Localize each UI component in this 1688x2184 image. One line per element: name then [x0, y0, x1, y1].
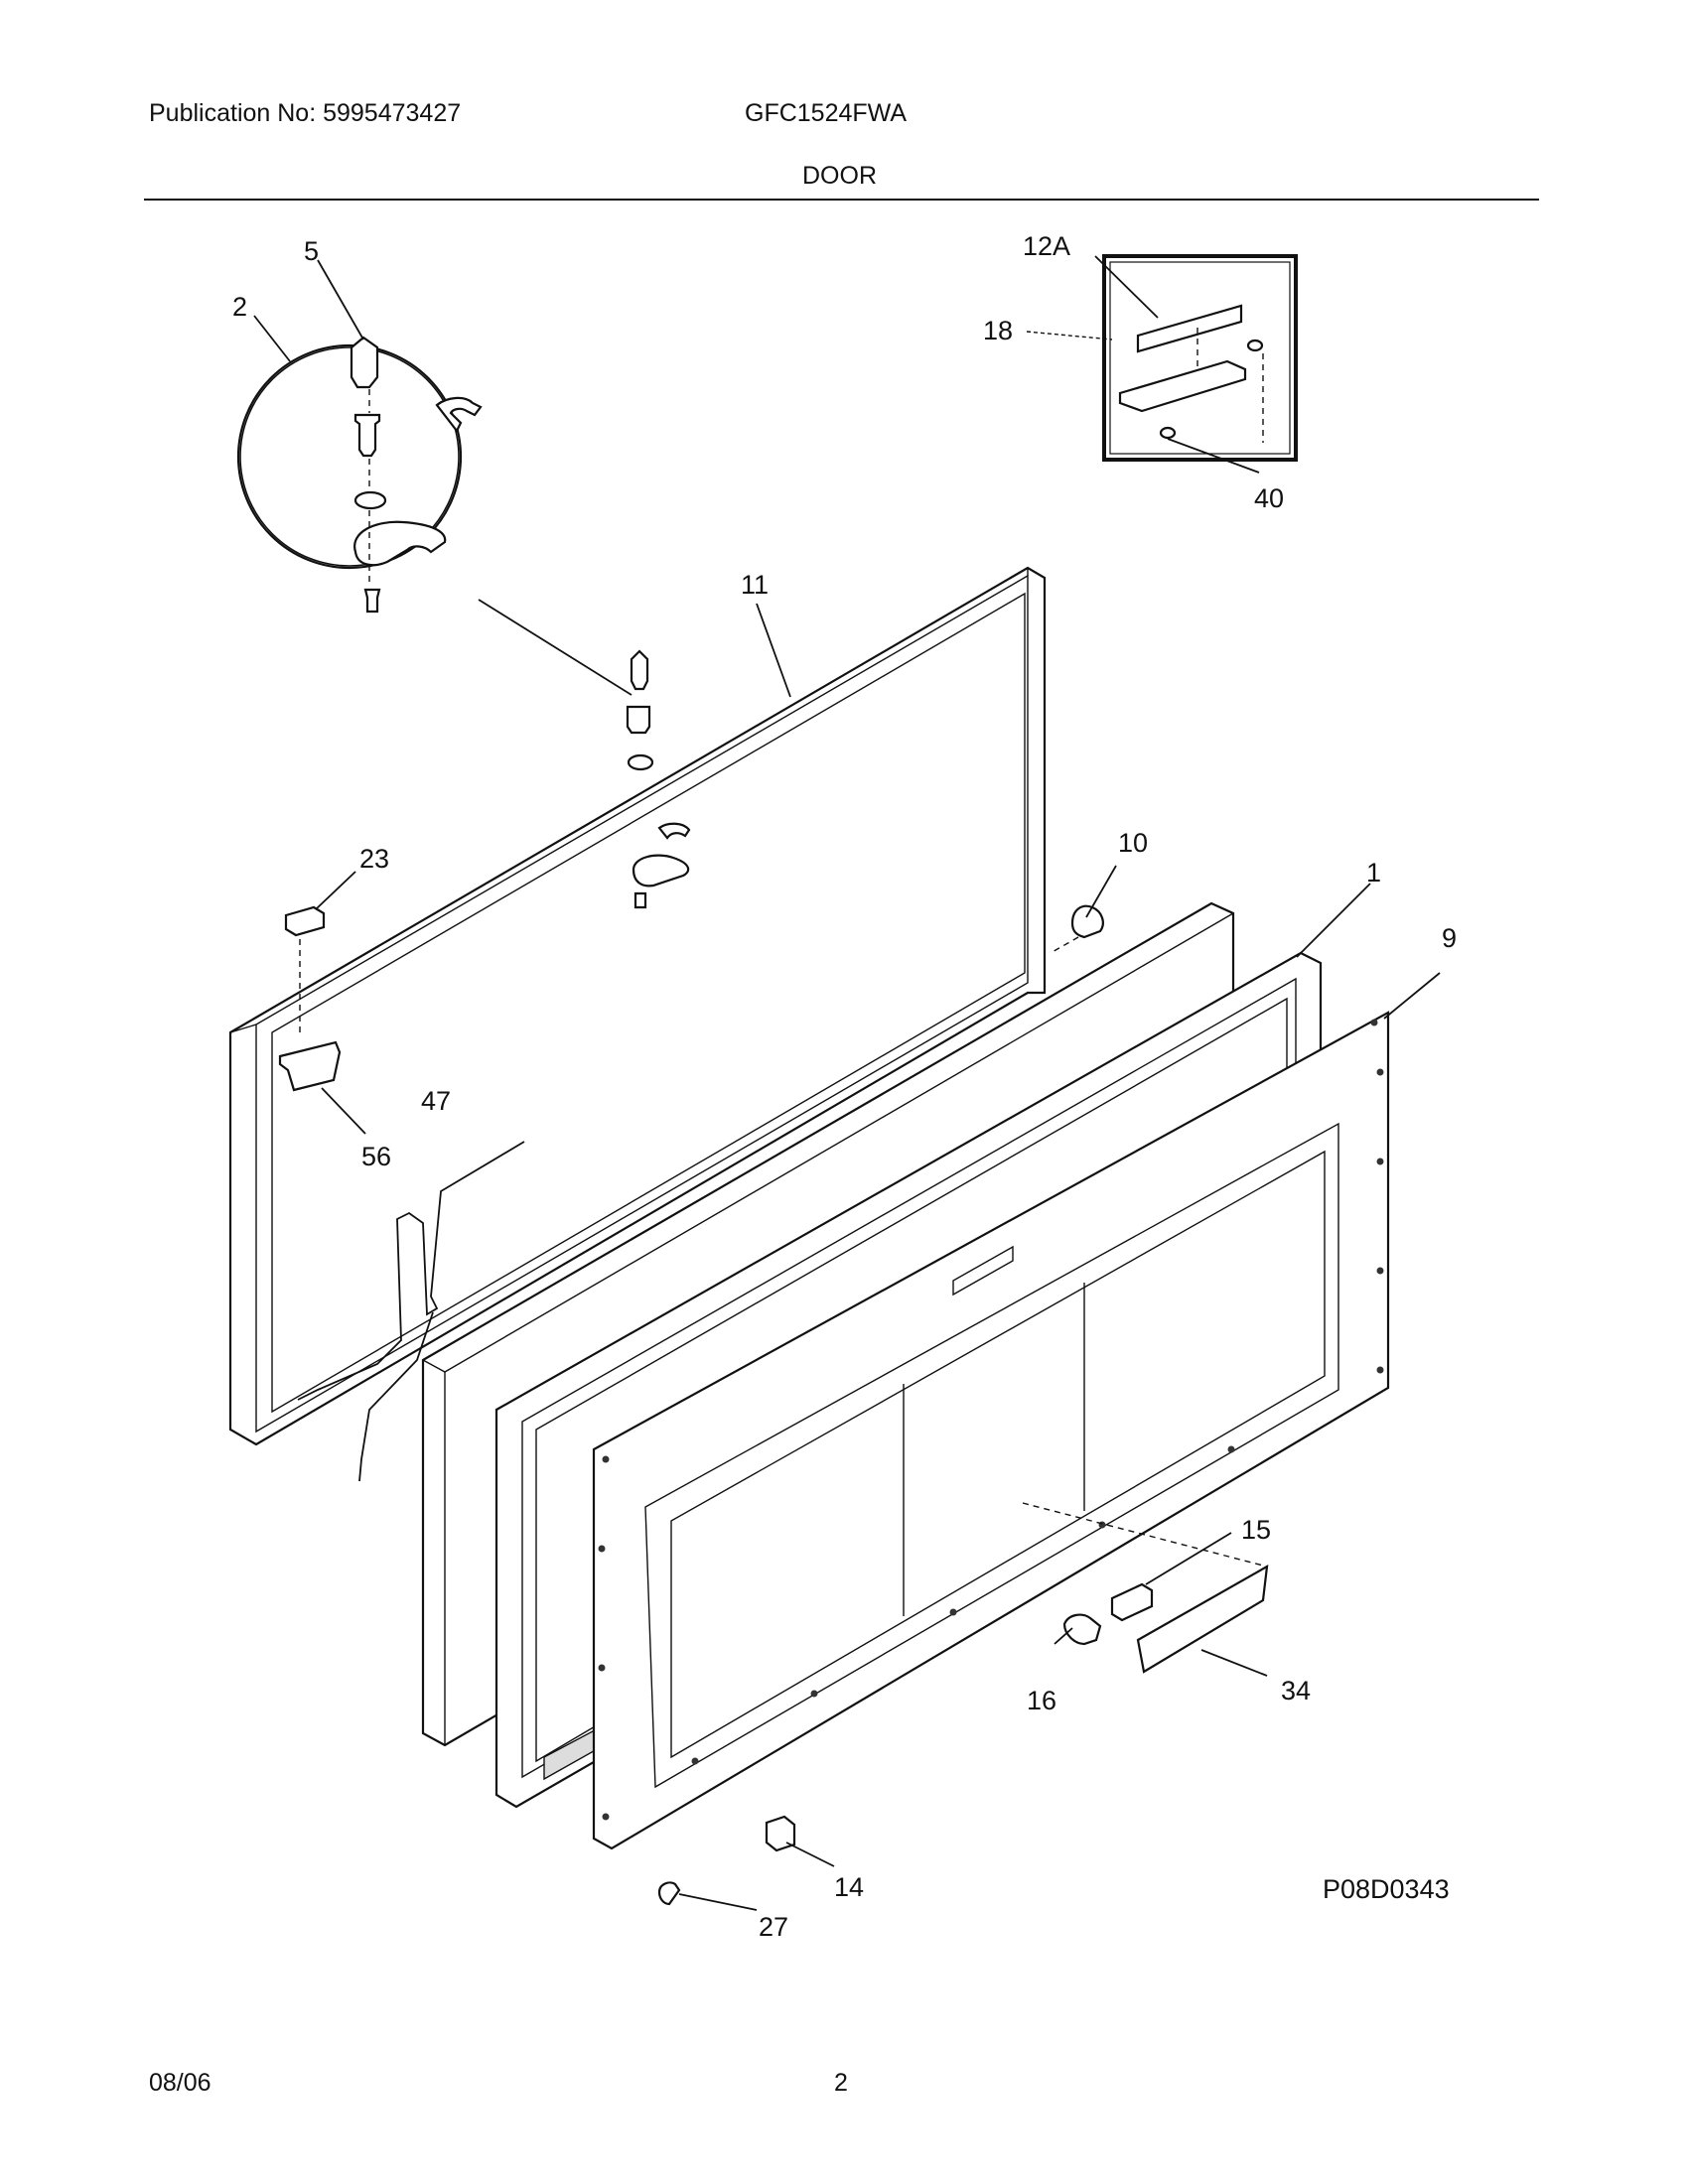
bulb-16 [1062, 1613, 1102, 1646]
model-number: GFC1524FWA [745, 99, 908, 127]
publication-number: Publication No: 5995473427 [149, 99, 462, 127]
callout-34: 34 [1281, 1676, 1311, 1706]
callout-16: 16 [1027, 1686, 1056, 1715]
cover-34-guide [1022, 1502, 1268, 1568]
page-number: 2 [834, 2069, 848, 2097]
callout-18: 18 [983, 316, 1013, 345]
callout-56: 56 [361, 1142, 391, 1171]
callout-11: 11 [741, 570, 769, 600]
stop-10 [1070, 904, 1104, 939]
inner-door-liner [592, 1011, 1390, 1850]
wire-tube-47 [297, 1141, 525, 1401]
outer-door-panel [228, 566, 1047, 1446]
liner-screw-holes [598, 1019, 1384, 1821]
hinge-detail-circle [236, 336, 483, 614]
callout-2: 2 [232, 292, 247, 322]
callout-12a: 12A [1023, 231, 1070, 261]
callout-1: 1 [1366, 858, 1381, 887]
callout-9: 9 [1442, 923, 1457, 953]
callout-40: 40 [1254, 483, 1284, 513]
section-title: DOOR [802, 162, 877, 190]
bracket-56 [278, 1040, 342, 1092]
callout-23: 23 [359, 844, 389, 874]
callout-47: 47 [421, 1086, 451, 1116]
leader-lines [253, 255, 1441, 1911]
callout-15: 15 [1241, 1515, 1271, 1545]
cover-34 [1136, 1564, 1269, 1674]
callout-5: 5 [304, 236, 319, 266]
inset-box-12a [1102, 254, 1298, 462]
latch-23 [284, 905, 326, 937]
callout-27: 27 [759, 1912, 788, 1942]
screw-27 [657, 1881, 681, 1906]
door-hinge-assembly [626, 649, 691, 909]
switch-15 [1110, 1582, 1154, 1622]
footer-date: 08/06 [149, 2069, 211, 2097]
detail-leader [478, 599, 633, 696]
callout-10: 10 [1118, 828, 1148, 858]
drawing-id: P08D0343 [1323, 1874, 1450, 1904]
callout-14: 14 [834, 1872, 864, 1902]
header-rule [144, 199, 1539, 201]
